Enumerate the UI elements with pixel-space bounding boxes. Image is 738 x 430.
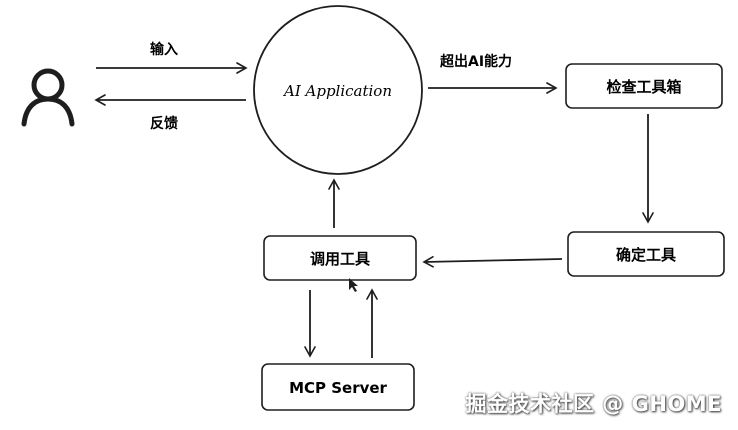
mcp-server-label: MCP Server: [289, 379, 387, 397]
cursor-icon: [349, 278, 358, 292]
watermark: 掘金技术社区 @ GHOME: [465, 392, 722, 416]
call-tool-label: 调用工具: [310, 250, 370, 268]
ai-application-node: [253, 5, 423, 175]
check-toolbox-label: 检查工具箱: [606, 78, 681, 96]
check-toolbox-node: [565, 63, 723, 109]
feedback-label: 反馈: [150, 115, 178, 132]
determine-tool-node: [567, 231, 725, 277]
determine-tool-label: 确定工具: [616, 246, 676, 264]
beyond-ai-label: 超出AI能力: [439, 53, 512, 70]
call-tool-node: [263, 235, 417, 281]
mcp-server-node: [261, 363, 415, 411]
user-icon: [21, 68, 75, 127]
ai-application-label: AI Application: [282, 82, 392, 100]
determine-to-call-arrow: [422, 256, 563, 268]
input-label: 输入: [150, 41, 178, 58]
